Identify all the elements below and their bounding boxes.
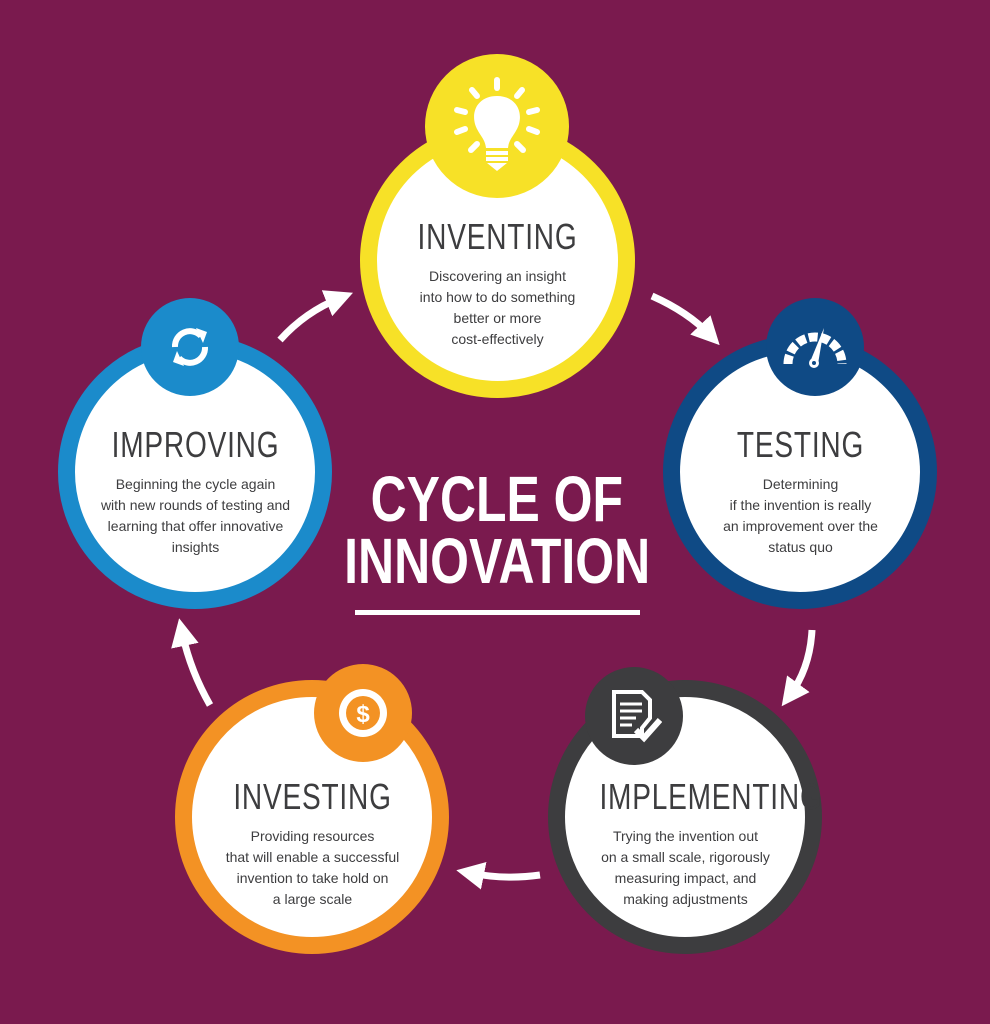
desc-line: Trying the invention out — [612, 828, 758, 844]
icon-badge: $ — [314, 664, 412, 762]
desc-line: Beginning the cycle again — [115, 476, 276, 492]
desc-line: cost-effectively — [451, 331, 544, 347]
stage-title: IMPLEMENTING — [599, 776, 823, 817]
desc-line: a large scale — [272, 891, 353, 907]
arrow-implementing-to-investing — [456, 862, 541, 890]
icon-badge — [585, 667, 683, 765]
speedometer-icon — [783, 328, 847, 368]
desc-line: learning that offer innovative — [107, 518, 284, 534]
desc-line: insights — [171, 539, 220, 555]
desc-line: status quo — [768, 539, 833, 555]
desc-line: Discovering an insight — [429, 268, 566, 284]
svg-text:$: $ — [356, 701, 370, 728]
stage-description: Providing resources that will enable a s… — [195, 826, 430, 910]
desc-line: if the invention is really — [729, 497, 872, 513]
icon-badge — [766, 298, 864, 396]
stage-description: Determining if the invention is really a… — [683, 474, 918, 558]
desc-line: on a small scale, rigorously — [601, 849, 770, 865]
arrow-investing-to-improving — [171, 618, 214, 707]
stage-description: Trying the invention out on a small scal… — [568, 826, 803, 910]
stage-description: Discovering an insight into how to do so… — [380, 266, 615, 350]
cycle-arrows-icon — [172, 328, 208, 366]
stage-title: TESTING — [736, 424, 865, 465]
desc-line: Determining — [762, 476, 839, 492]
arrow-inventing-to-testing — [650, 292, 720, 346]
desc-line: with new rounds of testing and — [100, 497, 291, 513]
stage-title: INVESTING — [233, 776, 392, 817]
title-underline — [355, 610, 640, 615]
arrow-testing-to-implementing — [781, 629, 816, 707]
icon-badge — [425, 54, 569, 198]
arrow-improving-to-inventing — [277, 290, 353, 343]
title-line-1: CYCLE OF — [370, 463, 624, 535]
dollar-coin-icon: $ — [339, 689, 387, 737]
stage-title: IMPROVING — [111, 424, 280, 465]
desc-line: making adjustments — [623, 891, 748, 907]
icon-badge — [141, 298, 239, 396]
stage-description: Beginning the cycle again with new round… — [78, 474, 313, 558]
title-line-2: INNOVATION — [344, 525, 650, 597]
desc-line: better or more — [453, 310, 542, 326]
desc-line: measuring impact, and — [614, 870, 757, 886]
desc-line: Providing resources — [250, 828, 375, 844]
desc-line: an improvement over the — [723, 518, 878, 534]
document-check-icon — [612, 690, 662, 743]
desc-line: that will enable a successful — [225, 849, 400, 865]
desc-line: invention to take hold on — [236, 870, 389, 886]
lightbulb-icon — [454, 77, 540, 171]
desc-line: into how to do something — [419, 289, 576, 305]
stage-title: INVENTING — [417, 216, 578, 257]
main-title: CYCLE OF INNOVATION — [300, 463, 694, 597]
